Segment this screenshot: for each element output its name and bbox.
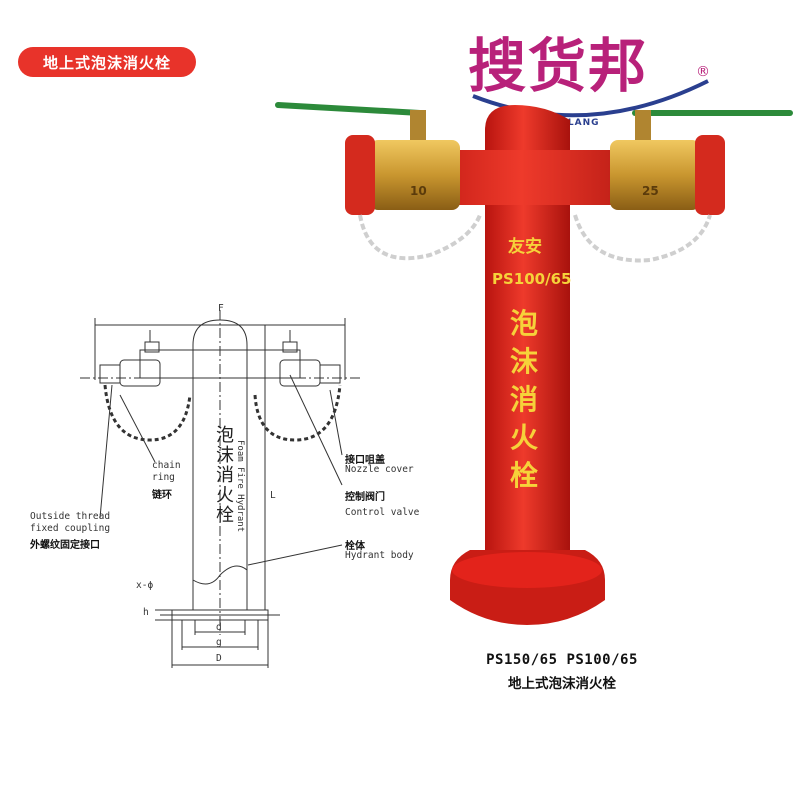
- label-cover-cn: 接口咀盖: [345, 455, 385, 466]
- diagram-drawing: [80, 310, 360, 668]
- label-body-cn: 栓体: [345, 541, 365, 552]
- diagram-body-en: Foam Fire Hydrant: [235, 440, 245, 533]
- dim-g: g: [216, 637, 222, 648]
- caption-models: PS150/65 PS100/65: [486, 652, 638, 668]
- product-caption: PS150/65 PS100/65 地上式泡沫消火栓: [462, 652, 662, 692]
- label-body-en: Hydrant body: [345, 550, 414, 561]
- brand-registered: ®: [696, 64, 710, 80]
- dim-D: D: [216, 653, 222, 664]
- brand-name: 搜货邦: [468, 32, 649, 100]
- label-thread-en1: Outside thread: [30, 511, 111, 522]
- label-valve-cn: 控制阀门: [345, 492, 385, 503]
- body-name: 泡沫消火栓: [510, 307, 539, 492]
- body-maker: 友安: [508, 237, 542, 257]
- label-chain-en1: chain: [152, 460, 181, 471]
- caption-name: 地上式泡沫消火栓: [508, 676, 616, 692]
- brand-swoosh-icon: [472, 79, 709, 118]
- title-badge: 地上式泡沫消火栓: [18, 47, 196, 77]
- label-thread-en2: fixed coupling: [30, 523, 111, 534]
- product-photo: 10 25 友安 PS100/65 泡沫消火栓: [270, 80, 800, 640]
- title-text: 地上式泡沫消火栓: [42, 53, 171, 72]
- valve-left-number: 10: [410, 184, 427, 198]
- dim-d: d: [216, 622, 222, 633]
- dim-x: x-ϕ: [136, 580, 154, 591]
- technical-diagram: F L d g D h x-ϕ 泡沫消火栓 Foam Fire Hydrant …: [0, 290, 460, 690]
- dim-L: L: [270, 490, 276, 501]
- label-valve-en: Control valve: [345, 507, 420, 518]
- label-chain-cn: 链环: [152, 490, 172, 501]
- label-cover-en: Nozzle cover: [345, 464, 414, 475]
- diagram-body-cn: 泡沫消火栓: [213, 425, 234, 525]
- valve-right-number: 25: [642, 184, 659, 198]
- dim-h: h: [143, 607, 149, 618]
- label-thread-cn: 外螺纹固定接口: [30, 540, 100, 551]
- body-model: PS100/65: [492, 270, 572, 288]
- hydrant-drawing: [275, 102, 793, 625]
- dim-F: F: [218, 303, 224, 314]
- label-chain-en2: ring: [152, 472, 175, 483]
